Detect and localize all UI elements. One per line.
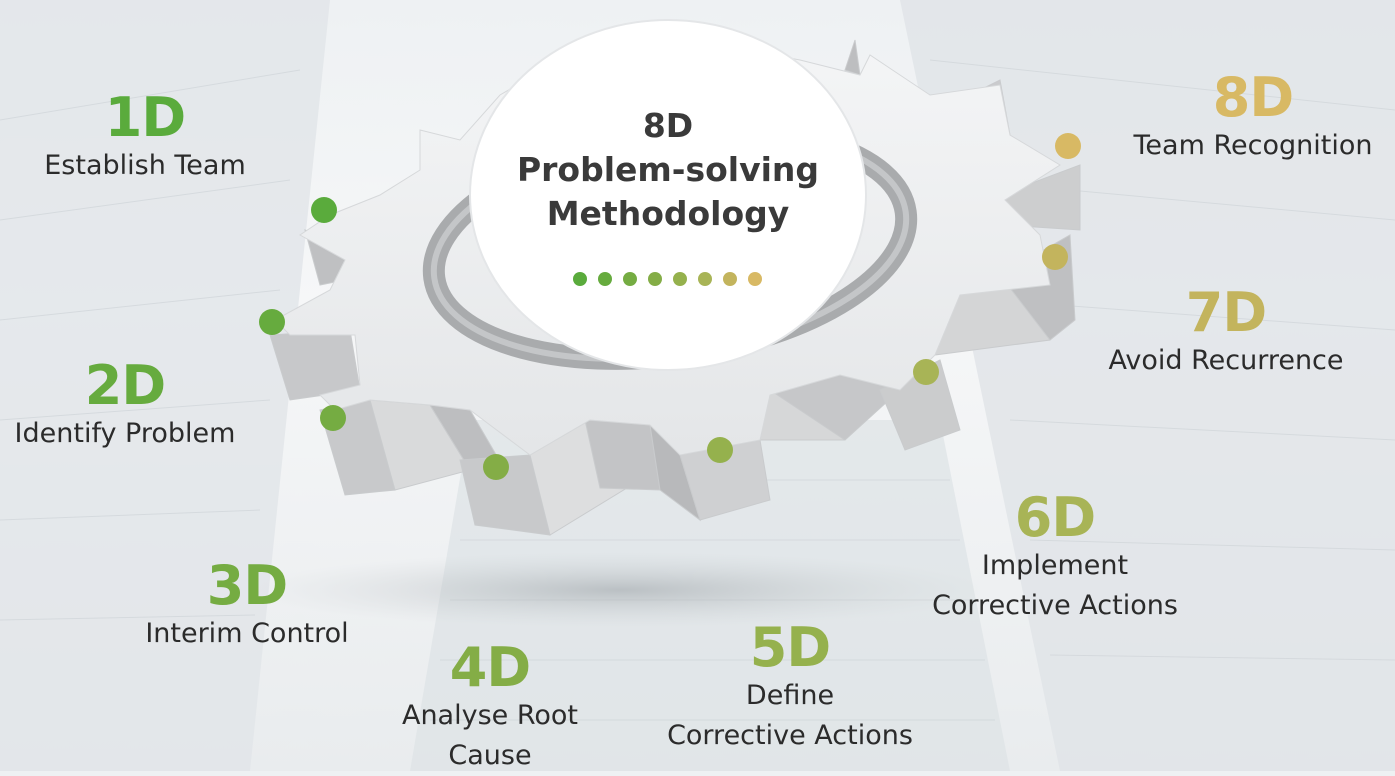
step-1d: 1D Establish Team xyxy=(30,90,260,186)
step-label: Establish Team xyxy=(44,150,246,181)
step-5d: 5D Define Corrective Actions xyxy=(645,620,935,756)
step-number: 4D xyxy=(449,636,531,699)
step-8d: 8D Team Recognition xyxy=(1115,70,1391,166)
step-number: 2D xyxy=(84,354,166,417)
title-dot-3 xyxy=(623,272,637,286)
step-7d: 7D Avoid Recurrence xyxy=(1090,285,1362,381)
step-label: Team Recognition xyxy=(1133,130,1373,161)
step-2d: 2D Identify Problem xyxy=(0,358,250,454)
step-number: 6D xyxy=(1014,486,1096,549)
gear-step-dot-4 xyxy=(483,454,509,480)
title-dot-7 xyxy=(723,272,737,286)
title-dot-5 xyxy=(673,272,687,286)
gear-step-dot-1 xyxy=(311,197,337,223)
gear-step-dot-5 xyxy=(707,437,733,463)
title-dot-1 xyxy=(573,272,587,286)
title-dots xyxy=(573,272,762,286)
title-dot-6 xyxy=(698,272,712,286)
step-number: 8D xyxy=(1212,66,1294,129)
step-number: 7D xyxy=(1185,281,1267,344)
title-dot-8 xyxy=(748,272,762,286)
step-number: 3D xyxy=(206,554,288,617)
gear-step-dot-6 xyxy=(913,359,939,385)
step-label: Implement Corrective Actions xyxy=(932,550,1178,621)
gear-side xyxy=(269,39,1081,536)
step-3d: 3D Interim Control xyxy=(130,558,364,654)
step-number: 1D xyxy=(104,86,186,149)
step-label: Identify Problem xyxy=(14,418,236,449)
step-label: Interim Control xyxy=(145,618,349,649)
step-4d: 4D Analyse Root Cause xyxy=(385,640,595,776)
step-number: 5D xyxy=(749,616,831,679)
step-label: Define Corrective Actions xyxy=(667,680,913,751)
step-6d: 6D Implement Corrective Actions xyxy=(910,490,1200,626)
gear-step-dot-2 xyxy=(259,309,285,335)
step-label: Analyse Root Cause xyxy=(401,700,579,771)
step-label: Avoid Recurrence xyxy=(1108,345,1344,376)
gear-step-dot-7 xyxy=(1042,244,1068,270)
gear-step-dot-3 xyxy=(320,405,346,431)
gear-step-dot-8 xyxy=(1055,133,1081,159)
title-dot-4 xyxy=(648,272,662,286)
diagram-title: 8D Problem-solving Methodology xyxy=(516,106,820,233)
title-dot-2 xyxy=(598,272,612,286)
